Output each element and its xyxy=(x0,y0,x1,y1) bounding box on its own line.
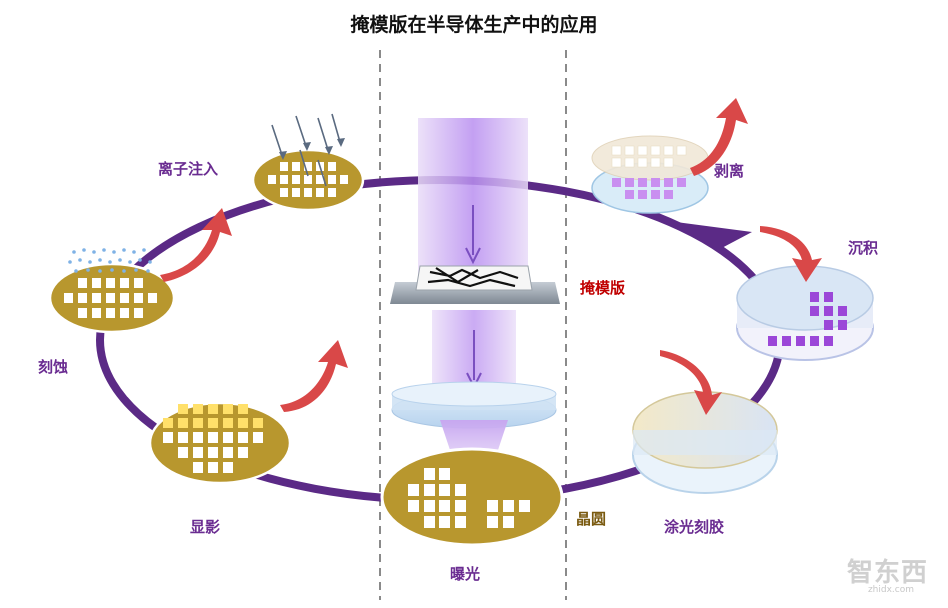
projection-lens xyxy=(391,381,557,429)
label-photoresist: 涂光刻胶 xyxy=(664,518,725,536)
wafer-ion-implant xyxy=(251,113,365,212)
photomask xyxy=(390,265,560,304)
wafer-develop xyxy=(148,401,292,485)
red-arrow-etch xyxy=(160,208,232,282)
red-arrow-strip xyxy=(690,98,748,176)
label-deposition: 沉积 xyxy=(848,239,879,257)
red-arrow-deposition xyxy=(760,226,822,282)
label-ion-implant: 离子注入 xyxy=(158,160,219,178)
beam-arrow-top-head xyxy=(465,247,481,265)
wafer-deposition xyxy=(736,265,874,361)
watermark-url: zhidx.com xyxy=(867,585,914,595)
watermark-brand: 智东西 xyxy=(846,558,928,588)
wafer-exposure xyxy=(380,447,564,547)
label-etch: 刻蚀 xyxy=(38,358,69,376)
label-wafer: 晶圆 xyxy=(576,510,607,528)
diagram-title: 掩模版在半导体生产中的应用 xyxy=(350,14,598,36)
red-arrow-develop xyxy=(280,340,348,412)
wafer-etch xyxy=(48,248,176,334)
red-arrow-photoresist xyxy=(660,350,722,415)
label-strip: 剥离 xyxy=(714,162,745,180)
cycle-direction-arrowhead xyxy=(676,222,752,250)
label-develop: 显影 xyxy=(190,518,221,536)
wafer-photoresist xyxy=(632,391,778,494)
label-mask: 掩模版 xyxy=(580,279,626,297)
label-exposure: 曝光 xyxy=(450,565,481,583)
wafer-strip xyxy=(591,135,709,214)
